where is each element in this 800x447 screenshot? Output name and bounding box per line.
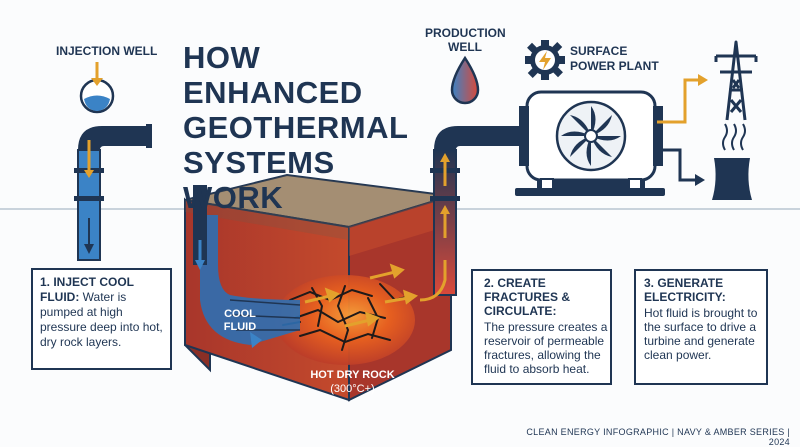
label-line: FLUID <box>223 321 257 333</box>
step-body: Hot fluid is brought to the surface to d… <box>644 306 758 362</box>
label-line: HOT DRY ROCK <box>310 369 395 381</box>
step-body: The pressure creates a reservoir of perm… <box>484 320 608 376</box>
thermometer-drop-icon <box>450 55 480 105</box>
step-3-text: 3. GENERATE ELECTRICITY: Hot fluid is br… <box>644 276 764 362</box>
heat-flow-arrows <box>304 263 419 328</box>
step-2-text: 2. CREATE FRACTURES & CIRCULATE: The pre… <box>484 276 609 376</box>
cool-fluid-label: COOL FLUID <box>205 308 275 334</box>
output-arrows <box>657 74 708 186</box>
step-body: Water is pumped at high pressure deep in… <box>40 290 163 349</box>
water-drop-icon <box>79 62 115 114</box>
cooling-tower-icon <box>712 123 752 200</box>
label-line: WELL <box>448 40 482 54</box>
step-heading: 2. CREATE FRACTURES & CIRCULATE: <box>484 276 570 318</box>
transmission-tower-icon <box>714 40 758 121</box>
turbine-icon <box>515 90 665 196</box>
hot-dry-rock-label: HOT DRY ROCK (300°C+) <box>300 368 405 396</box>
step-1-box <box>31 268 172 370</box>
footer-caption: CLEAN ENERGY INFOGRAPHIC | NAVY & AMBER … <box>526 427 790 447</box>
surface-power-plant-label: SURFACE POWER PLANT <box>570 44 680 74</box>
title-line: GEOTHERMAL <box>183 110 409 145</box>
cool-fluid-flow <box>200 215 300 345</box>
injection-well-pipe <box>74 124 152 261</box>
page-title: HOW ENHANCED GEOTHERMAL SYSTEMS WORK <box>183 40 443 215</box>
label-line: PRODUCTION <box>425 26 506 40</box>
step-heading: 1. INJECT COOL FLUID: <box>40 275 134 304</box>
title-line: HOW ENHANCED <box>183 40 363 110</box>
title-line: SYSTEMS WORK <box>183 145 335 215</box>
step-1-text: 1. INJECT COOL FLUID: Water is pumped at… <box>40 275 168 350</box>
label-line: COOL <box>224 308 256 320</box>
production-well-label: PRODUCTION WELL <box>425 26 506 54</box>
step-heading: 3. GENERATE ELECTRICITY: <box>644 276 726 304</box>
injection-well-label: INJECTION WELL <box>56 44 158 58</box>
gear-bolt-icon <box>525 40 565 80</box>
label-line: SURFACE <box>570 44 628 58</box>
step-3-box <box>634 269 768 385</box>
production-well-pipe <box>419 126 520 302</box>
label-line: POWER PLANT <box>570 59 659 73</box>
step-2-box <box>471 269 612 385</box>
temperature-label: (300°C+) <box>330 383 375 395</box>
